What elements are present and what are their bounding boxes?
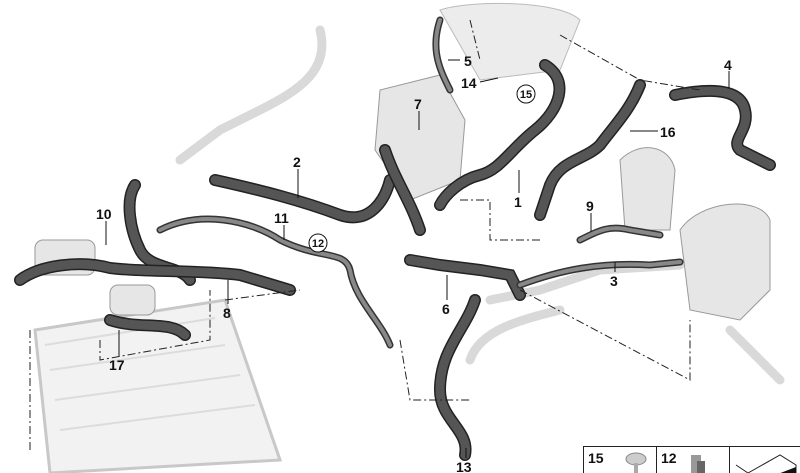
legend-item-wedge: [730, 447, 800, 473]
callout-16: 16: [660, 124, 676, 140]
reference-lines: [29, 19, 701, 450]
callout-11: 11: [274, 210, 289, 226]
callout-15-circle: [516, 84, 536, 104]
thin-hoses: [156, 16, 684, 349]
ghost-pipe-tank: [725, 325, 785, 385]
leader-lines: [105, 59, 730, 458]
electric-pump-2: [109, 284, 156, 316]
expansion-tank-small: [619, 147, 676, 231]
callout-13: 13: [456, 459, 472, 473]
callout-4: 4: [724, 57, 732, 73]
callout-6: 6: [442, 301, 450, 317]
callout-3: 3: [610, 273, 618, 289]
engine-housing: [439, 2, 581, 81]
screw-icon: [625, 452, 647, 473]
hoses: [14, 59, 776, 461]
callout-14: 14: [461, 75, 477, 91]
legend-number: 15: [588, 450, 604, 466]
callout-9: 9: [586, 198, 594, 214]
callout-labels: 1 2 3 4 5 6 7 8 9 10 11 12 13 14 15 16 1…: [96, 53, 732, 473]
callout-15: 15: [520, 89, 532, 101]
callout-2: 2: [293, 154, 301, 170]
expansion-tank: [679, 203, 771, 321]
clip-icon: [691, 455, 705, 473]
ghost-pipe-top: [175, 25, 327, 165]
callout-1: 1: [514, 194, 522, 210]
legend-item-clip: 12: [657, 447, 730, 473]
callout-12-circle: [308, 233, 328, 253]
legend-item-screw: 15: [584, 447, 657, 473]
radiator: [33, 298, 283, 473]
callout-17: 17: [109, 357, 125, 373]
legend-number: 12: [661, 450, 677, 466]
callout-10: 10: [96, 206, 112, 222]
callout-12: 12: [312, 238, 324, 250]
wedge-shape-icon: [735, 454, 797, 473]
parts-legend: 15 12: [583, 446, 800, 473]
callout-8: 8: [223, 305, 231, 321]
callout-7: 7: [414, 96, 422, 112]
callout-5: 5: [464, 53, 472, 69]
